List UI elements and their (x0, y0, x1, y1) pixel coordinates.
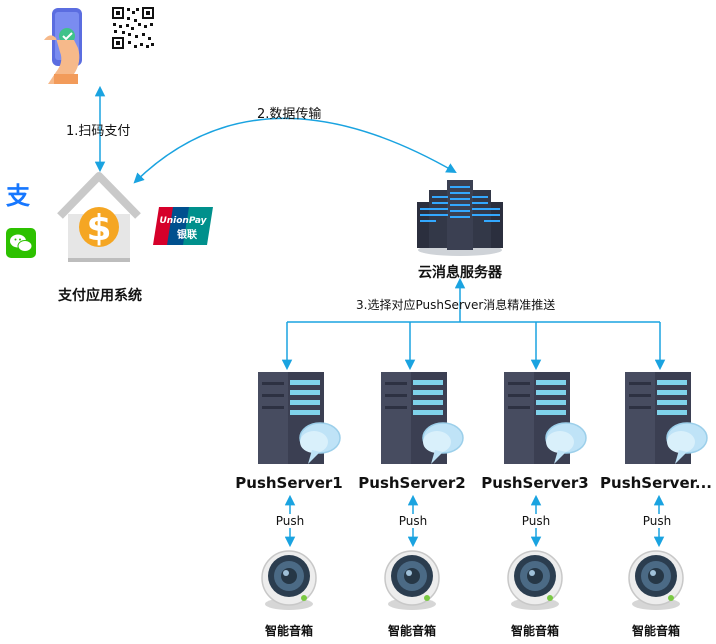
push-server-1 (252, 372, 342, 472)
smart-speaker-label: 智能音箱 (264, 624, 314, 638)
cloud-server-label: 云消息服务器 (418, 265, 502, 281)
push-server-name: PushServer2 (358, 474, 466, 492)
svg-text:$: $ (86, 208, 111, 249)
smart-speaker-label: 智能音箱 (387, 624, 437, 638)
alipay-icon: 支 (6, 182, 30, 210)
push-label: Push (519, 514, 553, 528)
push-server-4 (619, 372, 709, 472)
svg-text:银联: 银联 (177, 228, 197, 241)
push-server-name: PushServer3 (481, 474, 589, 492)
smart-speaker-icon (384, 550, 440, 610)
push-server-icon (504, 372, 587, 464)
cloud-server-icon (417, 180, 503, 256)
smart-speaker-icon (261, 550, 317, 610)
svg-text:UnionPay: UnionPay (159, 216, 207, 226)
payment-system-label: 支付应用系统 (58, 288, 142, 304)
phone-hand-icon (44, 8, 82, 84)
smart-speaker-label: 智能音箱 (510, 624, 560, 638)
smart-speaker-icon (507, 550, 563, 610)
unionpay-icon: UnionPay 银联 (153, 207, 213, 245)
dispatch-label: 3.选择对应PushServer消息精准推送 (356, 298, 556, 312)
push-server-icon (381, 372, 464, 464)
data-transfer-label: 2.数据传输 (257, 107, 322, 122)
push-server-name: PushServer1 (235, 474, 343, 492)
push-server-2 (375, 372, 465, 472)
scan-pay-label: 1.扫码支付 (66, 124, 131, 139)
push-server-icon (625, 372, 708, 464)
push-server-3 (498, 372, 588, 472)
push-label: Push (273, 514, 307, 528)
push-server-icon (258, 372, 341, 464)
push-server-name: PushServer... (600, 474, 712, 492)
smart-speaker-label: 智能音箱 (631, 624, 681, 638)
payment-house-icon: $ (57, 172, 141, 262)
smart-speaker-icon (628, 550, 684, 610)
push-label: Push (640, 514, 674, 528)
qr-code-icon (110, 5, 156, 51)
wechat-icon (6, 228, 36, 258)
push-label: Push (396, 514, 430, 528)
data-transfer-arc (133, 117, 457, 184)
